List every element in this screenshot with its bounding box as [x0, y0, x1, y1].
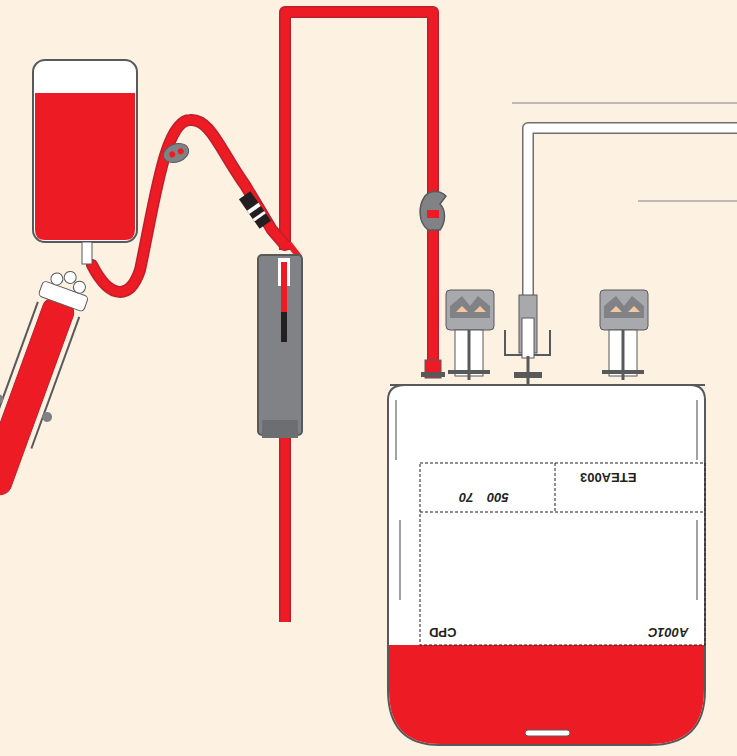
bag-label	[420, 463, 705, 645]
leader-line	[512, 102, 737, 103]
transfer-tube	[528, 128, 737, 300]
needle	[281, 312, 287, 342]
needle	[281, 262, 287, 312]
hanger-slot	[525, 730, 570, 736]
roller-clip	[161, 140, 192, 166]
bag-content	[35, 93, 135, 240]
donor-tube	[285, 12, 433, 362]
donor-tube	[281, 430, 290, 622]
additive-bag	[33, 60, 137, 242]
bag-label-text: A001C	[648, 626, 688, 639]
needle-guard	[258, 255, 302, 435]
luer-connector	[239, 191, 271, 229]
outlet-port	[600, 290, 648, 380]
outlet-port	[446, 290, 494, 380]
blood-content	[389, 645, 704, 744]
needle-guard	[262, 420, 298, 438]
transfer-tube	[528, 128, 737, 300]
bag-label-text: ETEA003	[580, 471, 636, 484]
seal-line	[396, 400, 697, 600]
leukocyte-filter	[0, 261, 101, 503]
donor-tube	[279, 430, 291, 622]
collection-bag	[388, 385, 705, 745]
transfer-port	[505, 295, 550, 385]
bag-label-text: 500 70	[459, 491, 509, 504]
inlet-port	[421, 360, 445, 378]
leader-line	[638, 200, 737, 201]
bag-port	[82, 242, 92, 264]
donor-tube	[285, 12, 433, 362]
tube-clamp	[420, 192, 446, 231]
bag-label-text: CPD	[429, 626, 456, 639]
